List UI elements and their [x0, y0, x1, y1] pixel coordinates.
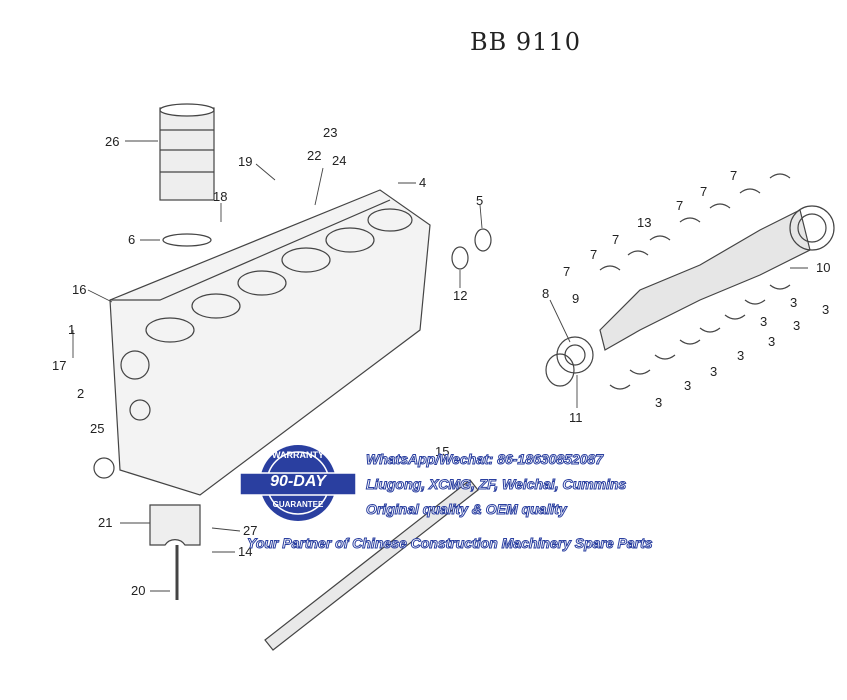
cylinder-liner: [159, 103, 215, 201]
engine-block: [109, 189, 431, 496]
callout-18: 18: [213, 189, 227, 204]
ad-contact: WhatsApp/Wechat: 86-18630852087: [365, 451, 604, 468]
o-ring: [162, 233, 212, 247]
callout-3e: 3: [710, 364, 717, 379]
callout-10: 10: [816, 260, 830, 275]
callout-5: 5: [476, 193, 483, 208]
ad-brands: Liugong, XCMG, ZF, Weichai, Cummins: [365, 476, 627, 493]
callout-25: 25: [90, 421, 104, 436]
badge-bottom: GUARANTEE: [272, 500, 324, 509]
camshaft: [264, 479, 479, 651]
callout-7c: 7: [676, 198, 683, 213]
callout-2: 2: [77, 386, 84, 401]
crankshaft: [599, 205, 835, 351]
callout-3d: 3: [737, 348, 744, 363]
warranty-badge-icon: [239, 445, 357, 521]
seal-5: [474, 228, 492, 252]
callout-7a: 7: [730, 168, 737, 183]
callout-27: 27: [243, 523, 257, 538]
callout-16: 16: [72, 282, 86, 297]
callout-3c: 3: [768, 334, 775, 349]
callout-3a: 3: [822, 302, 829, 317]
callout-20: 20: [131, 583, 145, 598]
bearing-cap: [149, 504, 201, 546]
callout-24: 24: [332, 153, 346, 168]
badge-middle: 90-DAY: [270, 473, 326, 490]
callout-14: 14: [238, 544, 252, 559]
callout-7f: 7: [563, 264, 570, 279]
callout-23: 23: [323, 125, 337, 140]
callout-3i: 3: [760, 314, 767, 329]
callout-15: 15: [435, 444, 449, 459]
callout-17: 17: [52, 358, 66, 373]
callout-3f: 3: [684, 378, 691, 393]
callout-13: 13: [637, 215, 651, 230]
callout-4: 4: [419, 175, 426, 190]
callout-11: 11: [569, 410, 583, 425]
ad-quality: Original quality & OEM quality: [366, 501, 568, 518]
callout-26: 26: [105, 134, 119, 149]
callout-6: 6: [128, 232, 135, 247]
callout-7b: 7: [700, 184, 707, 199]
callout-3g: 3: [655, 395, 662, 410]
page-title: BB 9110: [470, 28, 581, 56]
rear-seal: [93, 457, 115, 479]
callout-21: 21: [98, 515, 112, 530]
badge-top: WARRANTY: [272, 450, 324, 460]
thrust-ring: [545, 353, 575, 387]
callout-22: 22: [307, 148, 321, 163]
seal-12: [451, 246, 469, 270]
callout-3h: 3: [790, 295, 797, 310]
callout-7e: 7: [590, 247, 597, 262]
callout-8: 8: [542, 286, 549, 301]
callout-9: 9: [572, 291, 579, 306]
bearing-shells: [599, 173, 791, 390]
callout-19: 19: [238, 154, 252, 169]
crank-gear: [556, 336, 594, 374]
ad-slogan: Your Partner of Chinese Construction Mac…: [247, 535, 654, 552]
callout-3b: 3: [793, 318, 800, 333]
callout-12: 12: [453, 288, 467, 303]
callout-1: 1: [68, 322, 75, 337]
callout-7d: 7: [612, 232, 619, 247]
